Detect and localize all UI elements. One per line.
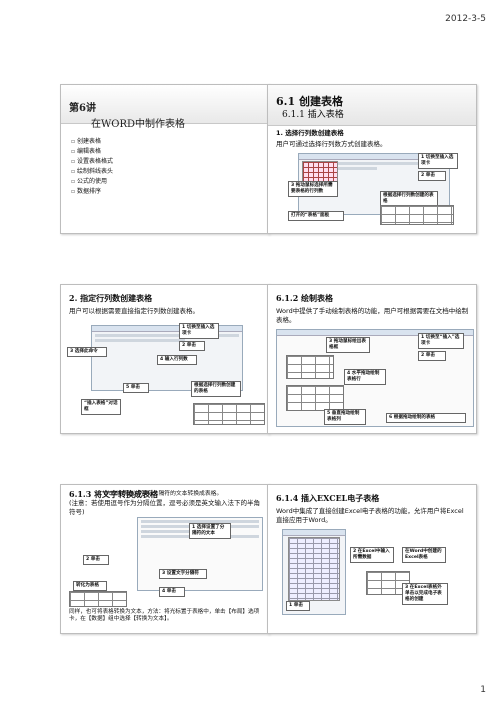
slide-5-heading: 6.1.3 将文字转换成表格: [69, 489, 159, 499]
callout: 1 切换至插入选项卡: [418, 153, 458, 169]
callout: 2 单击: [418, 351, 446, 361]
slide-1-title: 第6讲: [69, 103, 96, 114]
bullet-item: 创建表格: [71, 137, 113, 147]
page-number: 1: [480, 685, 486, 695]
slide-2-subtitle: 6.1.1 插入表格: [282, 110, 344, 120]
callout: 2 单击: [418, 171, 446, 181]
slide-1: 第6讲 在WORD中制作表格 创建表格 编辑表格 设置表格格式 绘制斜线表头 公…: [60, 84, 270, 234]
slide-4: 6.1.2 绘制表格 Word中提供了手动绘制表格的功能，用户可根据需要在文档中…: [267, 284, 477, 434]
slide-2-heading: 1. 选择行列数创建表格: [276, 129, 344, 137]
callout: 3 拖动鼠标选择所需要表格的行列数: [288, 181, 338, 197]
slide-4-body: Word中提供了手动绘制表格的功能，用户可根据需要在文档中绘制表格。: [276, 307, 469, 324]
created-table: [193, 403, 265, 425]
callout: 1 切换至“插入”选项卡: [418, 333, 464, 349]
bullet-item: 设置表格格式: [71, 157, 113, 167]
bullet-item: 编辑表格: [71, 147, 113, 157]
page-date: 2012-3-5: [445, 14, 486, 24]
bullet-item: 绘制斜线表头: [71, 167, 113, 177]
slide-5-body: (注意：若使用逗号作为分隔位置，逗号必须是英文输入法下的半角符号): [69, 499, 261, 516]
callout: 3 拖动鼠标绘出表格框: [326, 337, 370, 353]
callout: 6 根据拖动绘制的表格: [386, 413, 466, 423]
callout: 4 单击: [159, 587, 185, 597]
callout: 根据选择行列数创建的表格: [191, 381, 241, 397]
callout: 4 输入行列数: [157, 355, 197, 365]
slide-5-footer: 同样，也可将表格转换为文本，方法：将光标置于表格中，单击【布局】选项卡，在【数据…: [69, 609, 260, 622]
bullet-item: 公式的使用: [71, 177, 113, 187]
callout: 5 垂直拖动绘制表格列: [324, 409, 366, 425]
callout: 1 选择设置了分隔符的文本: [189, 523, 231, 539]
slide-2: 6.1 创建表格 6.1.1 插入表格 1. 选择行列数创建表格 用户可通过选择…: [267, 84, 477, 234]
callout: “插入表格”对话框: [81, 399, 121, 415]
callout: 1 切换至插入选项卡: [179, 323, 219, 339]
slide-3-body: 用户可以根据需要直接指定行列数创建表格。: [69, 307, 199, 315]
callout: 2 单击: [179, 341, 205, 351]
callout: 3 设置文字分隔符: [159, 569, 207, 579]
callout: 在Word中创建的Excel表格: [402, 547, 446, 563]
callout: 5 单击: [123, 383, 149, 393]
callout: 2 在Excel中输入所需数据: [350, 547, 394, 563]
callout: 3 在Excel表格外单击以完成电子表格的创建: [402, 583, 448, 605]
slide-2-title: 6.1 创建表格: [276, 95, 343, 108]
excel-table: [366, 571, 410, 595]
slide-5: 6.1.3 将文字转换成表格 Word中可以将带有分隔符的文本转换成表格。 (注…: [60, 484, 270, 634]
drawn-table: [286, 355, 334, 379]
slide-3: 2. 指定行列数创建表格 用户可以根据需要直接指定行列数创建表格。 1 切换至插…: [60, 284, 270, 434]
callout: 1 单击: [286, 601, 310, 611]
slide-5-heading-overlap: Word中可以将带有分隔符的文本转换成表格。: [103, 491, 223, 497]
slide-2-body: 用户可通过选择行列数方式创建表格。: [276, 140, 387, 148]
slide-6-heading: 6.1.4 插入EXCEL电子表格: [276, 493, 380, 503]
callout: 打开的“表格”面板: [288, 211, 344, 221]
callout: 转化为表格: [73, 581, 107, 591]
callout: 3 选择此命令: [67, 347, 107, 357]
excel-grid: [288, 537, 340, 601]
created-table: [380, 205, 454, 225]
converted-table: [69, 591, 127, 607]
slide-4-heading: 6.1.2 绘制表格: [276, 293, 334, 303]
bullet-item: 数据排序: [71, 187, 113, 197]
slide-6-body: Word中集成了直接创建Excel电子表格的功能，允许用户将Excel直接应用于…: [276, 507, 464, 524]
slide-6: 6.1.4 插入EXCEL电子表格 Word中集成了直接创建Excel电子表格的…: [267, 484, 477, 634]
drawn-table: [286, 385, 344, 411]
callout: 根据选择行列数创建的表格: [380, 191, 438, 207]
callout: 4 水平拖动绘制表格行: [344, 369, 386, 385]
slide-3-heading: 2. 指定行列数创建表格: [69, 293, 153, 303]
slide-1-subtitle: 在WORD中制作表格: [91, 119, 186, 130]
slide-1-bullets: 创建表格 编辑表格 设置表格格式 绘制斜线表头 公式的使用 数据排序: [71, 137, 113, 197]
callout: 2 单击: [83, 555, 109, 565]
